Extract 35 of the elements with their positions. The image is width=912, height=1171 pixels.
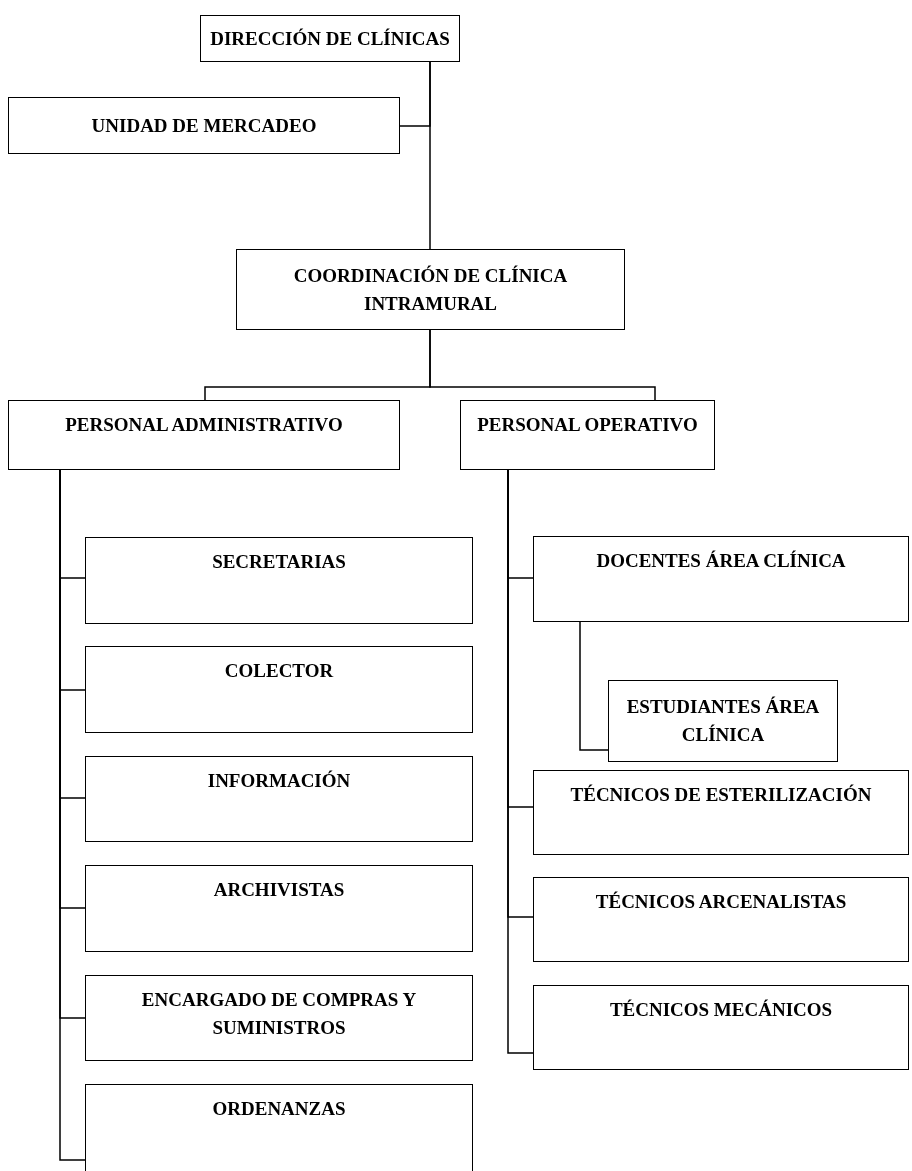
org-box bbox=[533, 536, 909, 622]
connector-line bbox=[429, 61, 431, 250]
org-box bbox=[533, 985, 909, 1070]
unit-name: DIRECCIÓN DE CLÍNICAS bbox=[210, 26, 450, 51]
org-box bbox=[460, 400, 715, 470]
org-box bbox=[85, 975, 473, 1061]
org-box bbox=[200, 15, 460, 62]
org-box bbox=[85, 1084, 473, 1171]
unit-name: PERSONAL OPERATIVO bbox=[477, 413, 698, 437]
org-box bbox=[85, 756, 473, 842]
org-box bbox=[533, 770, 909, 855]
unit-name: ENCARGADO DE COMPRAS Y SUMINISTROS bbox=[140, 988, 418, 1040]
unit-name: INFORMACIÓN bbox=[207, 769, 351, 793]
unit-name: PERSONAL ADMINISTRATIVO bbox=[65, 413, 343, 437]
org-box bbox=[8, 400, 400, 470]
org-box bbox=[533, 877, 909, 962]
connector-line bbox=[429, 329, 656, 401]
org-box bbox=[236, 249, 625, 330]
unit-name: UNIDAD DE MERCADEO bbox=[91, 113, 317, 138]
connector-line bbox=[579, 621, 609, 751]
unit-name: SECRETARIAS bbox=[212, 550, 346, 574]
org-box bbox=[608, 680, 838, 762]
unit-name: ESTUDIANTES ÁREA CLÍNICA bbox=[625, 695, 821, 747]
org-box bbox=[85, 865, 473, 952]
org-box bbox=[8, 97, 400, 154]
unit-name: TÉCNICOS ARCENALISTAS bbox=[595, 890, 847, 914]
unit-name: ARCHIVISTAS bbox=[213, 878, 345, 902]
unit-name: COLECTOR bbox=[224, 659, 334, 683]
org-box bbox=[85, 537, 473, 624]
org-box bbox=[85, 646, 473, 733]
unit-name: DOCENTES ÁREA CLÍNICA bbox=[596, 549, 846, 573]
unit-name: ORDENANZAS bbox=[212, 1097, 346, 1121]
unit-name: COORDINACIÓN DE CLÍNICA INTRAMURAL bbox=[292, 263, 569, 316]
unit-name: TÉCNICOS MECÁNICOS bbox=[609, 998, 833, 1022]
unit-name: TÉCNICOS DE ESTERILIZACIÓN bbox=[570, 783, 872, 807]
